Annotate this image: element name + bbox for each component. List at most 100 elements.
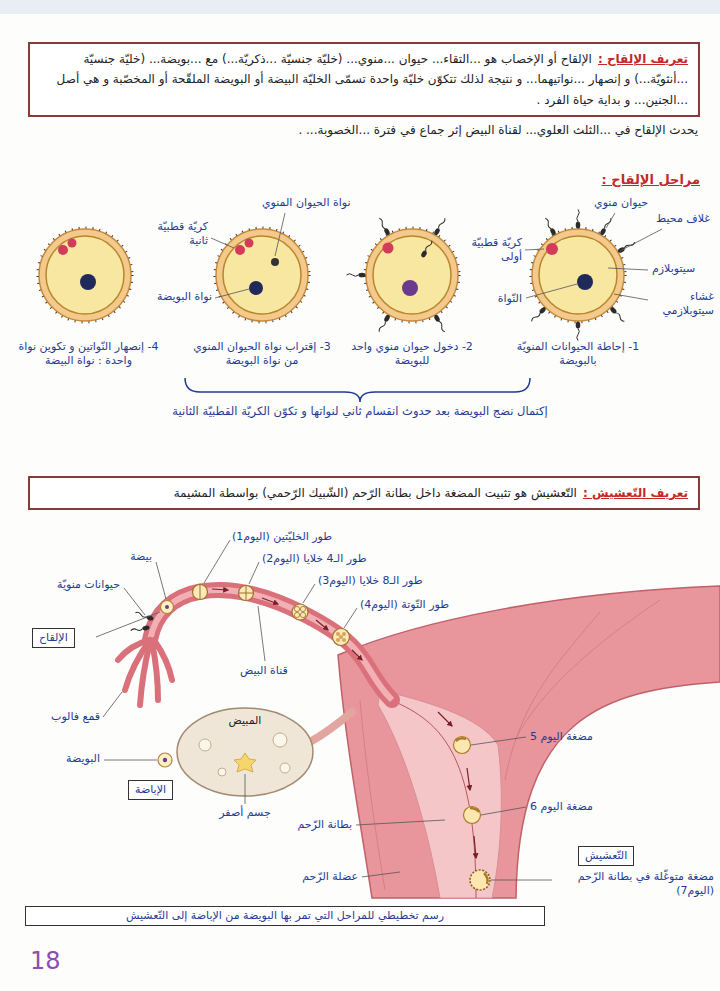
- cell-stage-2-part: [347, 273, 366, 278]
- cell-stage-2-part: [366, 229, 458, 321]
- follicles: [199, 733, 290, 776]
- part-label: مضغة متوغّلة في بطانة الرّحم (اليوم7): [556, 870, 714, 899]
- uterine-cavity: [386, 698, 476, 898]
- cell-stage-3-part: [245, 239, 254, 248]
- embryo-day5-part: [454, 737, 471, 754]
- ligament: [310, 712, 352, 742]
- boxed-label: الإباضة: [128, 780, 173, 800]
- part-label: مضغة اليوم 6: [530, 800, 593, 814]
- cell-stage-1-part: [539, 236, 617, 314]
- bracket-note: إكتمال نضج البويضة بعد حدوث انقسام ثاني …: [170, 404, 550, 419]
- progress-arrows-part: [352, 650, 362, 660]
- box-text: التّعشيش هو تثبيت المضغة داخل بطانة الرّ…: [174, 486, 577, 500]
- progress-arrows-part: [438, 712, 452, 726]
- boxed-label: الإلقاح: [32, 628, 75, 648]
- cell-stage-3-part: [223, 236, 301, 314]
- progress-arrows-part: [316, 620, 328, 630]
- stage-label: طور الخليّتين (اليوم1): [232, 530, 332, 544]
- cell-stage-2-part: [433, 314, 447, 333]
- embryo-day6-part: [470, 808, 479, 812]
- caption-box: رسم تخطيطي للمراحل التي تمر بها البويضة …: [25, 906, 545, 926]
- box-heading: تعريف الإلقاح :: [598, 52, 688, 66]
- embryo-day7: [470, 870, 490, 890]
- cell-stage-2-part: [377, 217, 391, 236]
- cell-stage-3-part: [216, 229, 308, 321]
- part-label: غلاف محيط: [656, 212, 710, 226]
- cell-stage-1-part: [546, 243, 558, 255]
- stage-caption: 4- إنصهار النّواتين و تكوين نواة واحدة :…: [6, 340, 171, 369]
- leader-lines-part: [344, 608, 357, 628]
- leader-lines-part: [362, 872, 400, 877]
- cell-stage-4-part: [39, 229, 131, 321]
- definition-box: تعريف التّعشيش :التّعشيش هو تثبيت المضغة…: [28, 476, 700, 510]
- follicles-part: [273, 733, 287, 747]
- stage-caption: 1- إحاطة الحيوانات المنويّة بالبويضة: [503, 340, 653, 369]
- embryo-day7-part: [484, 873, 488, 884]
- cell-stage-1-part: [543, 217, 557, 236]
- four-cell-stage-part: [239, 593, 253, 594]
- leader-lines-part: [481, 807, 526, 815]
- cell-stage-3-part: [271, 258, 279, 266]
- eight-cell-stage-part: [300, 612, 305, 617]
- uterus: [338, 586, 720, 898]
- cell-stage-1-part: [609, 306, 626, 323]
- part-label: بطانة الرّحم: [298, 818, 353, 832]
- leader-lines-part: [258, 606, 265, 661]
- cell-stage-3-part: [249, 281, 263, 295]
- part-label: غشاء سيتوبلازمي: [652, 290, 714, 319]
- leader-lines-part: [525, 249, 544, 250]
- cell-stage-3-part: [215, 228, 310, 323]
- uterine-lining: [378, 690, 501, 898]
- part-label: قناة البيض: [240, 664, 288, 678]
- cell-stage-1: [530, 210, 636, 341]
- part-label: حيوان منوي: [594, 196, 648, 210]
- four-cell-stage-part: [239, 586, 254, 601]
- cell-stage-2: [347, 217, 460, 333]
- embryo-day7-part: [470, 870, 490, 890]
- follicles-part: [280, 763, 290, 773]
- part-label: جسم أصفر: [205, 806, 285, 820]
- eight-cell-stage-part: [294, 606, 299, 611]
- leader-lines-part: [606, 213, 615, 228]
- leader-lines-part: [245, 774, 246, 804]
- bracket: [185, 378, 530, 402]
- cell-stage-1-part: [576, 210, 581, 229]
- follicles-part: [218, 768, 226, 776]
- cell-stage-2-part: [373, 236, 451, 314]
- eight-cell-stage-part: [292, 604, 308, 620]
- leader-lines-part: [124, 588, 145, 615]
- leader-lines-part: [471, 737, 526, 745]
- leader-lines-part: [249, 562, 259, 584]
- leader-lines-part: [356, 820, 445, 825]
- part-label: كريّة قطبيّة ثانية: [146, 220, 208, 249]
- part-label: نواة البويضة: [157, 290, 212, 304]
- leader-lines-part: [103, 692, 122, 717]
- progress-arrows-part: [474, 836, 476, 858]
- part-label: المبيض: [215, 714, 275, 728]
- eight-cell-stage-part: [300, 606, 305, 611]
- two-cell-stage: [193, 585, 208, 600]
- stage-caption: 3- إقتراب نواة الحيوان المنوي من نواة ال…: [187, 340, 337, 369]
- released-ovum: [158, 753, 172, 767]
- cell-stage-2-part: [377, 314, 391, 333]
- progress-arrows-part: [262, 598, 278, 604]
- box-text: الإباضة: [135, 783, 166, 796]
- progress-arrows-part: [467, 768, 470, 790]
- cell-stage-4-part: [68, 239, 77, 248]
- cell-stage-4-part: [38, 228, 133, 323]
- section-heading: مراحل الإلقاح :: [602, 172, 700, 189]
- cell-stage-2-part: [402, 280, 418, 296]
- embryo-day6-part: [464, 807, 481, 824]
- morula-stage-part: [342, 632, 346, 636]
- part-label: قمع فالوب: [51, 710, 100, 724]
- part-label: البويضة: [66, 752, 100, 766]
- leader-lines-part: [608, 268, 648, 270]
- part-label: بيضة: [130, 550, 152, 564]
- cell-stage-4: [38, 228, 133, 323]
- leader-lines-part: [96, 612, 160, 637]
- two-cell-stage-part: [193, 585, 208, 600]
- leader-lines-part: [620, 229, 662, 251]
- leader-lines: [211, 213, 662, 300]
- morula-stage-part: [342, 638, 346, 642]
